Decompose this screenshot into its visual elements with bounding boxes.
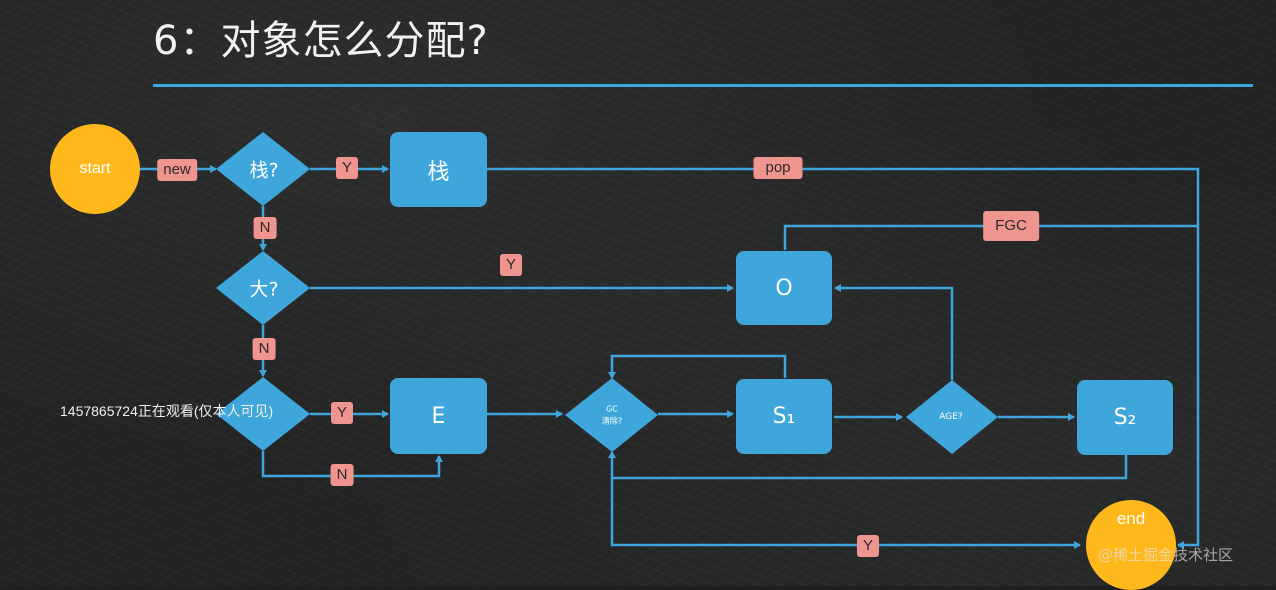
page-title: 6：对象怎么分配? bbox=[153, 18, 489, 64]
s1-box-label: S₁ bbox=[772, 404, 796, 429]
edge-s1-loop-to-gc-q bbox=[608, 354, 787, 379]
edge-s2-to-gc-q bbox=[608, 451, 1128, 480]
age-decision-label: AGE? bbox=[939, 412, 963, 422]
tlab-yes-tag: Y bbox=[330, 402, 354, 424]
watermark: @稀土掘金技术社区 bbox=[1098, 546, 1234, 564]
big-no-tag: N bbox=[252, 338, 276, 360]
pop-tag: pop bbox=[753, 157, 803, 179]
stack-box: 栈 bbox=[390, 132, 487, 207]
start-label: start bbox=[79, 160, 111, 177]
big-yes-tag: Y bbox=[499, 254, 523, 276]
end-label: end bbox=[1116, 509, 1146, 528]
edge-stack-pop-to-end bbox=[487, 167, 1200, 549]
stack-decision-label: 栈? bbox=[249, 159, 279, 182]
gc-decision-label-line2: 清除? bbox=[601, 416, 623, 426]
tlab-no-tag: N bbox=[330, 464, 354, 486]
big-decision-diamond bbox=[216, 251, 310, 325]
start-node: start bbox=[50, 124, 140, 214]
s2-box-label: S₂ bbox=[1113, 405, 1137, 430]
stack-decision-diamond bbox=[216, 132, 310, 206]
tlab-decision-diamond bbox=[216, 377, 310, 451]
age-decision-diamond bbox=[906, 380, 998, 454]
viewer-overlay-text: 1457865724正在观看(仅本人可见) bbox=[60, 403, 274, 419]
old-generation-box: O bbox=[736, 251, 832, 325]
stack-box-label: 栈 bbox=[427, 159, 450, 185]
survivor1-box: S₁ bbox=[736, 379, 832, 454]
eden-box-label: E bbox=[431, 403, 446, 429]
gc-decision-diamond bbox=[565, 378, 658, 452]
new-tag: new bbox=[157, 159, 197, 181]
gc-decision-label-line1: GC bbox=[606, 404, 618, 414]
eden-box: E bbox=[390, 378, 487, 454]
fgc-tag: FGC bbox=[983, 211, 1039, 241]
stack-yes-tag: Y bbox=[335, 157, 359, 179]
end-node: end bbox=[1086, 500, 1176, 590]
big-decision-label: 大? bbox=[249, 278, 279, 301]
title-underline bbox=[153, 84, 1253, 87]
gc-yes-tag: Y bbox=[856, 535, 880, 557]
old-box-label: O bbox=[775, 275, 793, 301]
survivor2-box: S₂ bbox=[1077, 380, 1173, 455]
edge-age-q-to-old bbox=[834, 284, 954, 380]
edge-old-fgc-to-end bbox=[783, 224, 1198, 250]
stack-no-tag: N bbox=[253, 217, 277, 239]
edge-gc-y-to-end bbox=[610, 478, 1081, 549]
